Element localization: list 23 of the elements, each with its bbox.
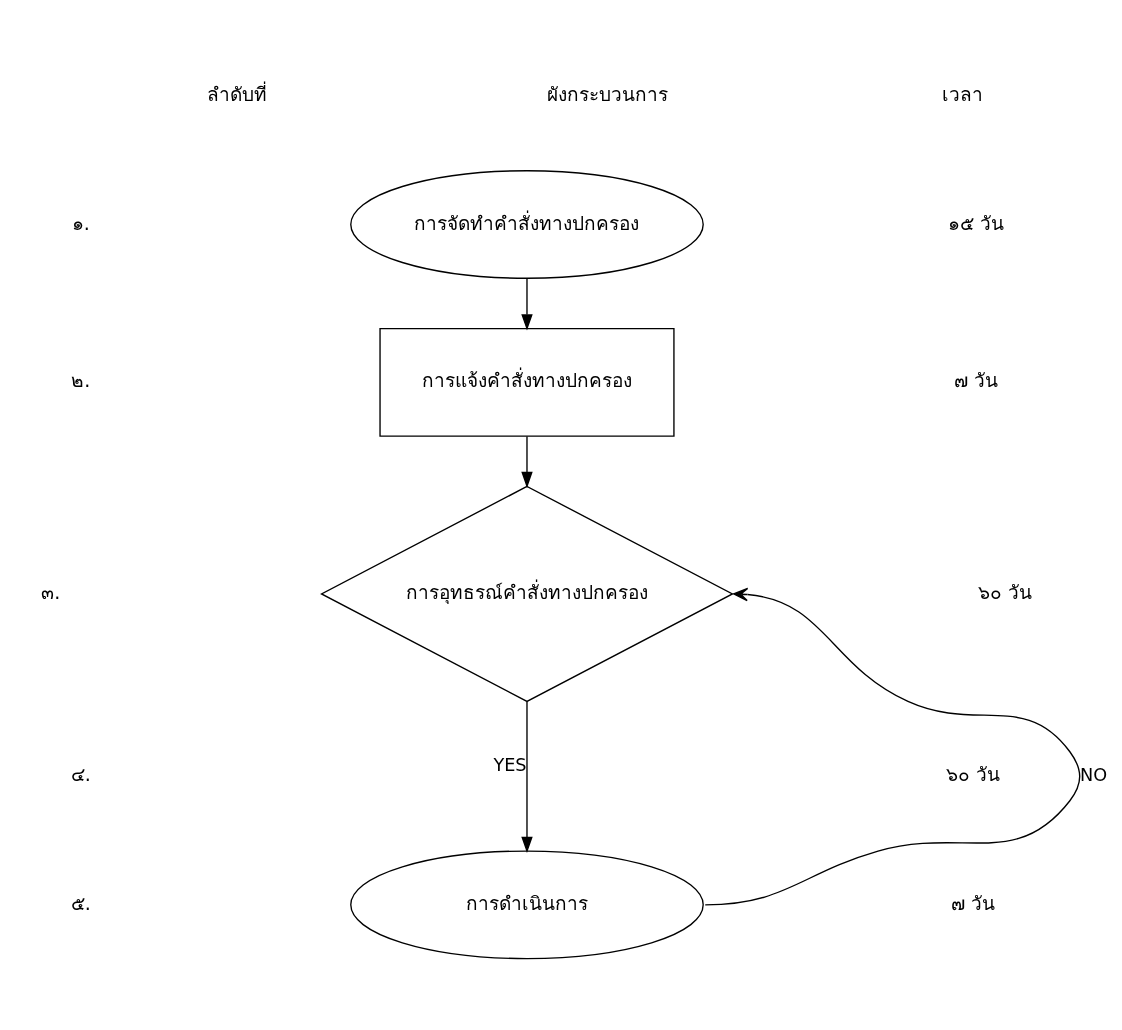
node-diamond: การอุทธรณ์คำสั่งทางปกครอง bbox=[320, 485, 734, 703]
label: ๖๐ วัน bbox=[946, 763, 1001, 786]
label: ๔. bbox=[70, 763, 91, 786]
label: ๑๕ วัน bbox=[947, 211, 1005, 234]
label: ๖๐ วัน bbox=[977, 580, 1032, 603]
label: ลำดับที่ bbox=[207, 82, 268, 105]
edge-label: NO bbox=[1080, 764, 1108, 785]
node-ellipse: การจัดทำคำสั่งทางปกครอง bbox=[350, 170, 704, 279]
label: ผังกระบวนการ bbox=[546, 82, 668, 105]
label: ๗ วัน bbox=[953, 369, 999, 392]
label: ๑. bbox=[71, 211, 90, 234]
edge-label: YES bbox=[493, 755, 527, 776]
label: เวลา bbox=[941, 82, 983, 105]
arrow bbox=[521, 701, 533, 854]
arrow bbox=[704, 587, 1081, 906]
arrow bbox=[521, 277, 533, 331]
arrow bbox=[521, 435, 533, 489]
node-ellipse: การดำเนินการ bbox=[350, 850, 704, 960]
node-box: การแจ้งคำสั่งทางปกครอง bbox=[379, 327, 675, 437]
label: ๒. bbox=[71, 369, 91, 392]
label: ๓. bbox=[41, 580, 61, 603]
label: ๕. bbox=[70, 891, 91, 914]
label: ๗ วัน bbox=[951, 891, 996, 914]
